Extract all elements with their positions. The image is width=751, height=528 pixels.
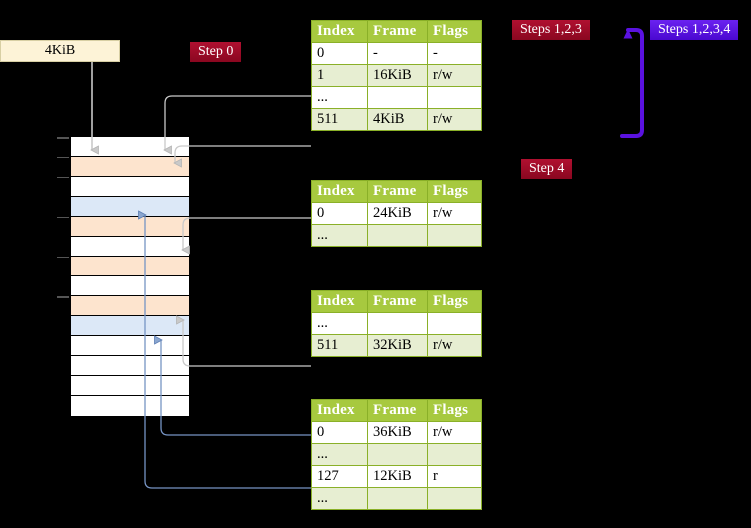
table-cell: ...: [311, 224, 368, 247]
table-cell: 16KiB: [367, 64, 428, 87]
memory-frame-row: [71, 376, 189, 397]
table-cell: [427, 86, 482, 109]
badge-steps-1-2-3: Steps 1,2,3: [512, 20, 590, 40]
column-header-flags: Flags: [427, 180, 482, 203]
table-cell: [427, 224, 482, 247]
column-header-frame: Frame: [367, 180, 428, 203]
memory-tick: [57, 256, 69, 259]
memory-tick: [57, 156, 69, 159]
memory-frame-row: [71, 137, 189, 157]
table-cell: [367, 312, 428, 335]
column-header-frame: Frame: [367, 20, 428, 43]
table-cell: 511: [311, 334, 368, 357]
column-header-flags: Flags: [427, 290, 482, 313]
table-cell: 0: [311, 42, 368, 65]
memory-frame-row: [71, 276, 189, 297]
table-cell: -: [367, 42, 428, 65]
connector-table2-to-memory: [183, 217, 311, 250]
table-cell: r/w: [427, 421, 482, 444]
badge-steps-1-2-3-4: Steps 1,2,3,4: [650, 20, 739, 40]
memory-frame-row: [71, 176, 189, 197]
memory-frame-row: [71, 256, 189, 277]
table-row: ...: [311, 224, 482, 247]
connector-table3-to-memory: [183, 320, 311, 367]
column-header-index: Index: [311, 20, 368, 43]
badge-step-4: Step 4: [521, 159, 573, 179]
memory-tick: [57, 296, 69, 298]
table-row: ...: [311, 487, 482, 510]
page-size-label: 4KiB: [44, 43, 76, 58]
table-row: ...: [311, 86, 482, 109]
memory-frame-row: [71, 156, 189, 177]
memory-frame-row: [71, 196, 189, 217]
memory-frame-row: [71, 356, 189, 377]
table-cell: r/w: [427, 108, 482, 131]
table-cell: 12KiB: [367, 465, 428, 488]
table-cell: r: [427, 465, 482, 488]
table-cell: [427, 487, 482, 510]
table-cell: r/w: [427, 64, 482, 87]
table-cell: 36KiB: [367, 421, 428, 444]
table-cell: 127: [311, 465, 368, 488]
table-cell: r/w: [427, 334, 482, 357]
physical-memory-column: [57, 136, 190, 416]
column-header-index: Index: [311, 290, 368, 313]
table-cell: [427, 443, 482, 466]
table-cell: ...: [311, 86, 368, 109]
column-header-index: Index: [311, 399, 368, 422]
table-cell: ...: [311, 487, 368, 510]
table-cell: 4KiB: [367, 108, 428, 131]
table-cell: 1: [311, 64, 368, 87]
steps-bracket-arrow: [620, 28, 644, 138]
column-header-frame: Frame: [367, 399, 428, 422]
table-cell: [367, 443, 428, 466]
memory-tick: [57, 216, 69, 219]
table-row: 0--: [311, 42, 482, 65]
column-header-flags: Flags: [427, 399, 482, 422]
table-cell: 0: [311, 202, 368, 225]
table-cell: [367, 224, 428, 247]
memory-frame-row: [71, 236, 189, 257]
column-header-frame: Frame: [367, 290, 428, 313]
table-row: ...: [311, 443, 482, 466]
table-cell: ...: [311, 312, 368, 335]
memory-frame-row: [71, 316, 189, 337]
table-cell: [367, 487, 428, 510]
table-cell: [367, 86, 428, 109]
memory-frame-row: [71, 396, 189, 416]
table-cell: 0: [311, 421, 368, 444]
page-size-box: 4KiB: [0, 40, 120, 62]
table-cell: 32KiB: [367, 334, 428, 357]
memory-frame-row: [71, 296, 189, 317]
column-header-index: Index: [311, 180, 368, 203]
table-cell: r/w: [427, 202, 482, 225]
table-cell: 24KiB: [367, 202, 428, 225]
table-cell: 511: [311, 108, 368, 131]
badge-step-0: Step 0: [190, 42, 242, 62]
memory-frame-row: [71, 216, 189, 237]
memory-tick: [57, 137, 69, 139]
column-header-flags: Flags: [427, 20, 482, 43]
memory-tick: [57, 176, 69, 179]
table-cell: -: [427, 42, 482, 65]
table-cell: ...: [311, 443, 368, 466]
table-cell: [427, 312, 482, 335]
memory-frame-row: [71, 336, 189, 357]
table-row: ...: [311, 312, 482, 335]
